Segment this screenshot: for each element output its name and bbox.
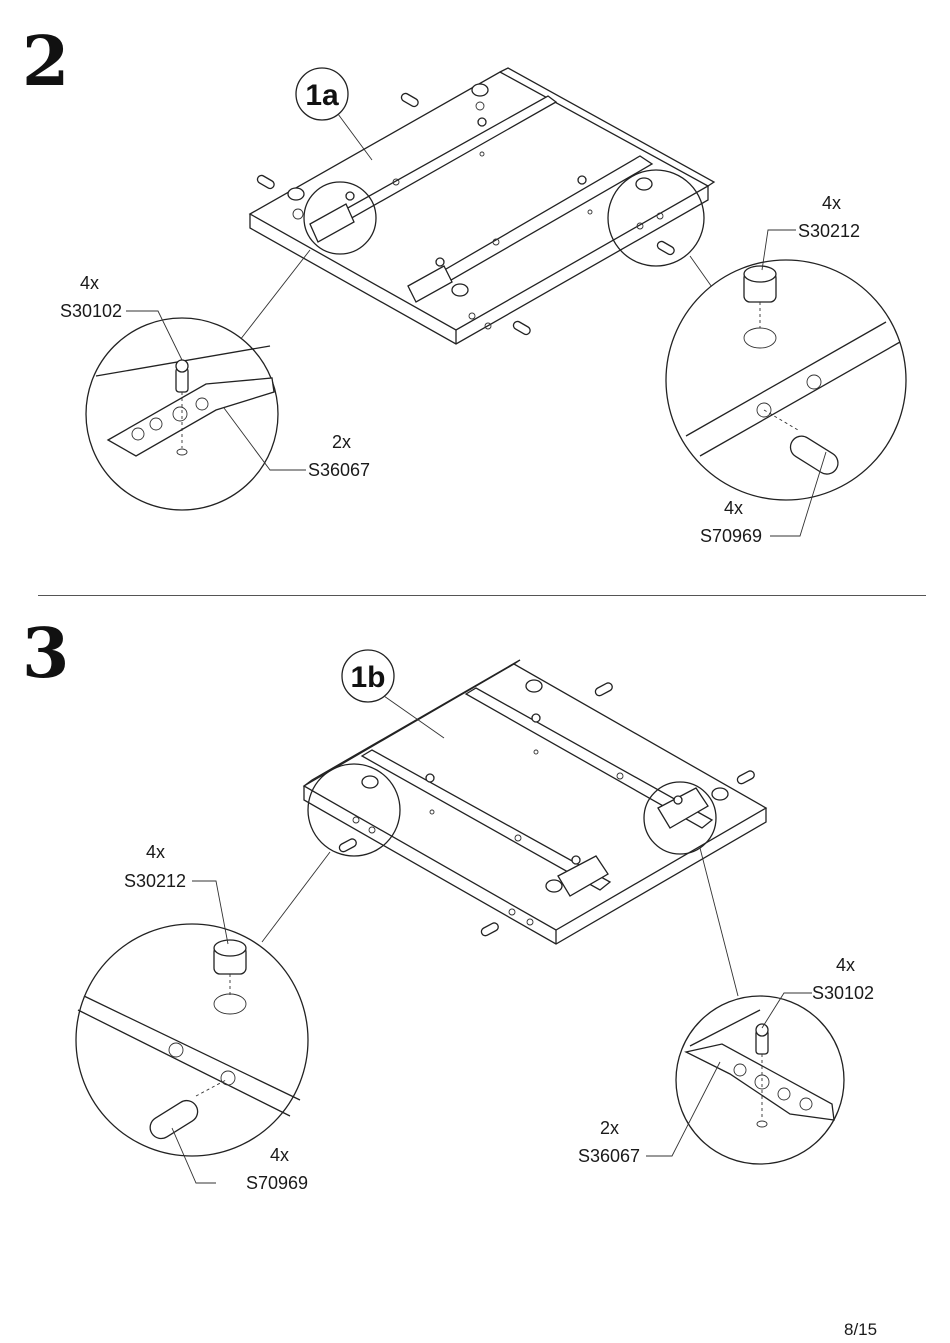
step-divider <box>38 595 926 596</box>
sub-step-badge-1a <box>295 67 349 121</box>
sub-step-1b-text: 1b <box>350 661 385 694</box>
sub-step-badge-1b <box>341 649 395 703</box>
zoom-detail-left-step3 <box>75 923 309 1157</box>
part-qty-s30212-step3: 4x <box>146 842 166 862</box>
part-qty-s30102-step3: 4x <box>836 955 856 975</box>
step-number-2: 2 <box>22 22 70 102</box>
part-qty-s30212-step2: 4x <box>822 193 842 213</box>
zoom-detail-right-step3 <box>675 995 845 1165</box>
part-code-s30102-step3: S30102 <box>812 983 875 1003</box>
zoom-detail-left-step2 <box>85 317 279 511</box>
part-qty-s70969-step3: 4x <box>270 1145 290 1165</box>
part-code-s70969-step2: S70969 <box>700 526 763 546</box>
part-code-s36067-step2: S36067 <box>308 460 371 480</box>
sub-step-1a-text: 1a <box>305 79 339 112</box>
part-code-s70969-step3: S70969 <box>246 1173 309 1193</box>
page-number: 8/15 <box>844 1320 878 1339</box>
part-code-s36067-step3: S36067 <box>578 1146 641 1166</box>
part-code-s30212-step3: S30212 <box>124 871 187 891</box>
step-number-3: 3 <box>22 614 70 694</box>
part-qty-s30102-step2: 4x <box>80 273 100 293</box>
part-code-s30102-step2: S30102 <box>60 301 123 321</box>
zoom-detail-right-step2 <box>665 259 907 501</box>
part-code-s30212-step2: S30212 <box>798 221 861 241</box>
part-qty-s70969-step2: 4x <box>724 498 744 518</box>
step-2-illustration: 1a <box>85 67 907 537</box>
part-qty-s36067-step2: 2x <box>332 432 352 452</box>
dowels-step3 <box>338 682 755 937</box>
dowels-step2 <box>256 92 675 336</box>
part-qty-s36067-step3: 2x <box>600 1118 620 1138</box>
panel-1a <box>248 67 716 345</box>
panel-1b <box>302 659 768 945</box>
